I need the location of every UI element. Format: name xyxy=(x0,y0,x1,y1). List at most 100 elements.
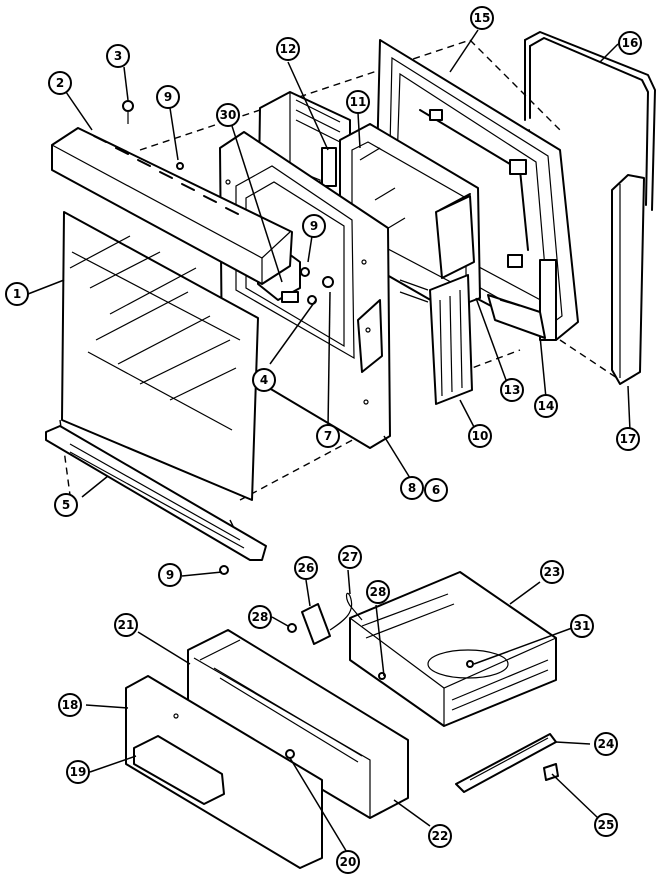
callout-30: 30 xyxy=(216,103,240,127)
callout-18: 18 xyxy=(58,693,82,717)
callout-circle xyxy=(58,693,82,717)
callout-circle xyxy=(428,824,452,848)
callout-number: 16 xyxy=(622,36,639,50)
callout-circle xyxy=(158,563,182,587)
callout-14: 14 xyxy=(534,394,558,418)
callout-number: 3 xyxy=(114,49,122,63)
callout-circle xyxy=(616,427,640,451)
callout-number: 28 xyxy=(252,610,269,624)
callout-circle xyxy=(5,282,29,306)
callout-number: 9 xyxy=(310,219,318,233)
callout-circle xyxy=(424,478,448,502)
callout-number: 23 xyxy=(544,565,561,579)
callout-number: 22 xyxy=(432,829,449,843)
callout-number: 19 xyxy=(70,765,87,779)
callout-circle xyxy=(594,732,618,756)
callout-17: 17 xyxy=(616,427,640,451)
callout-3: 3 xyxy=(106,44,130,68)
callout-number: 27 xyxy=(342,550,359,564)
callout-26: 26 xyxy=(294,556,318,580)
callout-21: 21 xyxy=(114,613,138,637)
callout-circle xyxy=(54,493,78,517)
callout-circle xyxy=(276,37,300,61)
callout-number: 20 xyxy=(340,855,357,869)
callout-28: 28 xyxy=(248,605,272,629)
callout-31: 31 xyxy=(570,614,594,638)
callout-number: 18 xyxy=(62,698,79,712)
callout-number: 24 xyxy=(598,737,615,751)
callout-number: 5 xyxy=(62,498,70,512)
callout-circle xyxy=(48,71,72,95)
callout-circle xyxy=(594,813,618,837)
callout-circle xyxy=(570,614,594,638)
callout-circle xyxy=(252,368,276,392)
door-gasket-16 xyxy=(524,31,656,211)
drawer-body-23 xyxy=(349,571,557,727)
callout-number: 30 xyxy=(220,108,237,122)
callout-circle xyxy=(106,44,130,68)
callout-25: 25 xyxy=(594,813,618,837)
callout-number: 11 xyxy=(350,95,367,109)
callout-circle xyxy=(336,850,360,874)
callout-circle xyxy=(366,580,390,604)
callout-9: 9 xyxy=(156,85,180,109)
callout-number: 28 xyxy=(370,585,387,599)
callout-16: 16 xyxy=(618,31,642,55)
callout-circle xyxy=(248,605,272,629)
callout-number: 10 xyxy=(472,429,489,443)
door-bottom-trim-5 xyxy=(45,425,267,575)
callout-circle xyxy=(534,394,558,418)
callout-9: 9 xyxy=(158,563,182,587)
callout-11: 11 xyxy=(346,90,370,114)
callout-number: 6 xyxy=(432,483,440,497)
callout-number: 8 xyxy=(408,481,416,495)
callout-13: 13 xyxy=(500,378,524,402)
callout-22: 22 xyxy=(428,824,452,848)
callout-number: 1 xyxy=(13,287,21,301)
callout-24: 24 xyxy=(594,732,618,756)
callout-circle xyxy=(156,85,180,109)
callout-number: 14 xyxy=(538,399,555,413)
callout-27: 27 xyxy=(338,545,362,569)
callout-23: 23 xyxy=(540,560,564,584)
callout-circle xyxy=(216,103,240,127)
callout-circle xyxy=(618,31,642,55)
callout-circle xyxy=(114,613,138,637)
callout-circle xyxy=(500,378,524,402)
callout-number: 9 xyxy=(164,90,172,104)
callout-number: 15 xyxy=(474,11,491,25)
callout-circle xyxy=(540,560,564,584)
callout-circle xyxy=(470,6,494,30)
callout-10: 10 xyxy=(468,424,492,448)
callout-circle xyxy=(400,476,424,500)
callout-circle xyxy=(468,424,492,448)
callout-4: 4 xyxy=(252,368,276,392)
callout-circle xyxy=(338,545,362,569)
callout-circle xyxy=(346,90,370,114)
outer-door-glass-1 xyxy=(61,211,259,501)
callout-number: 2 xyxy=(56,76,64,90)
callout-2: 2 xyxy=(48,71,72,95)
callout-number: 9 xyxy=(166,568,174,582)
callout-number: 12 xyxy=(280,42,297,56)
callout-28: 28 xyxy=(366,580,390,604)
callout-number: 13 xyxy=(504,383,521,397)
door-top-trim-2 xyxy=(51,100,293,285)
drawer-bracket-26-27 xyxy=(287,592,363,645)
callout-9: 9 xyxy=(302,214,326,238)
callout-number: 21 xyxy=(118,618,135,632)
callout-15: 15 xyxy=(470,6,494,30)
callout-6: 6 xyxy=(424,478,448,502)
callout-number: 17 xyxy=(620,432,637,446)
drawer-front-18 xyxy=(125,675,323,869)
callout-number: 26 xyxy=(298,561,315,575)
callout-number: 25 xyxy=(598,818,615,832)
callout-7: 7 xyxy=(316,424,340,448)
leader-lines xyxy=(27,29,631,855)
insulation-block-10 xyxy=(399,274,473,405)
callout-5: 5 xyxy=(54,493,78,517)
callout-20: 20 xyxy=(336,850,360,874)
callout-19: 19 xyxy=(66,760,90,784)
